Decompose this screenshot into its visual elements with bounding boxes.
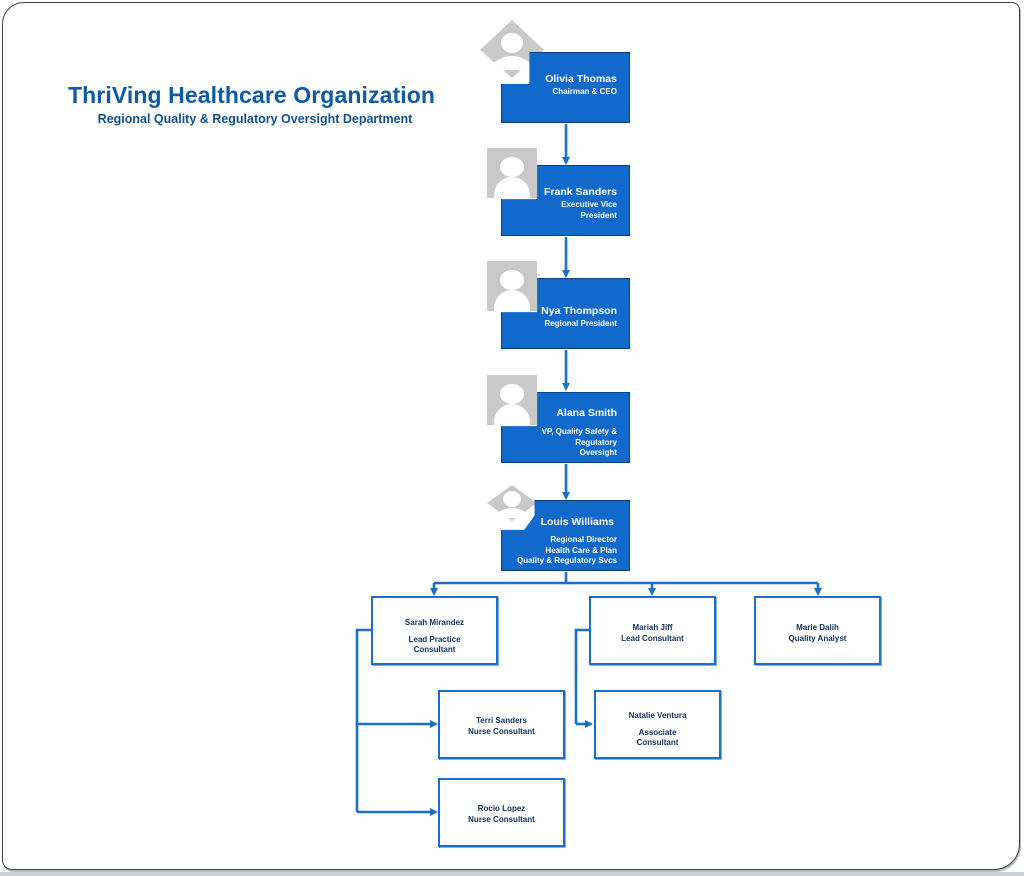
avatar-nya-thompson-icon — [487, 261, 537, 311]
staff-name: Mariah Jiff — [632, 623, 673, 632]
staff-card-rocio-lopez: Rocio Lopez Nurse Consultant — [438, 778, 565, 847]
staff-card-terri-sanders: Terri Sanders Nurse Consultant — [438, 690, 565, 759]
staff-role: Nurse Consultant — [468, 814, 535, 824]
avatar-frank-sanders-icon — [487, 148, 537, 198]
avatar-alana-smith-icon — [487, 375, 537, 425]
exec-card-regional-president: Nya Thompson Regional President — [501, 278, 630, 349]
exec-name: Louis Williams — [540, 516, 614, 528]
exec-card-regional-director: Louis Williams Regional Director Health … — [501, 500, 630, 571]
staff-name: Natalie Ventura — [628, 711, 687, 720]
org-chart-title: ThriVing Healthcare Organization — [68, 82, 436, 108]
exec-name: Alana Smith — [556, 407, 617, 419]
staff-role: Lead Consultant — [621, 633, 684, 643]
staff-name: Sarah Mirandez — [404, 618, 465, 627]
exec-role: Health Care & Plan — [545, 545, 617, 555]
department-subtitle: Regional Quality & Regulatory Oversight … — [97, 112, 413, 126]
exec-name: Nya Thompson — [541, 305, 617, 317]
staff-card-sarah-mirandez: Sarah Mirandez Lead Practice Consultant — [371, 596, 498, 665]
exec-card-evp: Frank Sanders Executive Vice President — [501, 165, 630, 236]
staff-role: Nurse Consultant — [468, 726, 535, 736]
avatar-olivia-thomas-icon — [480, 20, 544, 78]
exec-role: Executive Vice — [561, 200, 617, 209]
staff-name: Rocio Lopez — [477, 804, 526, 813]
exec-role: Chairman & CEO — [552, 87, 617, 96]
staff-role: Lead Practice — [408, 634, 461, 644]
exec-role: Oversight — [579, 448, 617, 457]
exec-role: Regulatory — [575, 437, 617, 447]
staff-card-natalie-ventura: Natalie Ventura Associate Consultant — [594, 690, 721, 759]
staff-name: Terri Sanders — [476, 716, 527, 725]
exec-name: Frank Sanders — [544, 186, 617, 198]
exec-role: Quality & Regulatory Svcs — [516, 556, 617, 565]
staff-name: Marie Dalih — [796, 623, 839, 632]
staff-role: Associate — [638, 727, 677, 737]
staff-role: Quality Analyst — [788, 633, 847, 643]
connector-sarah-branch — [355, 628, 371, 812]
exec-role: Regional Director — [550, 535, 617, 544]
exec-role: VP, Quality Safety & — [541, 427, 617, 436]
staff-role: Consultant — [636, 738, 679, 747]
connector-mariah-branch — [574, 628, 589, 724]
exec-role: Regional President — [544, 319, 617, 328]
exec-name: Olivia Thomas — [545, 73, 617, 85]
staff-card-mariah-jiff: Mariah Jiff Lead Consultant — [589, 596, 716, 665]
staff-role: Consultant — [413, 645, 456, 654]
avatar-louis-williams-icon — [487, 485, 537, 521]
exec-role: President — [580, 210, 617, 220]
exec-card-vp-quality: Alana Smith VP, Quality Safety & Regulat… — [501, 392, 630, 463]
bottom-bar — [0, 872, 1024, 876]
staff-card-marie-dalih: Marie Dalih Quality Analyst — [754, 596, 881, 665]
